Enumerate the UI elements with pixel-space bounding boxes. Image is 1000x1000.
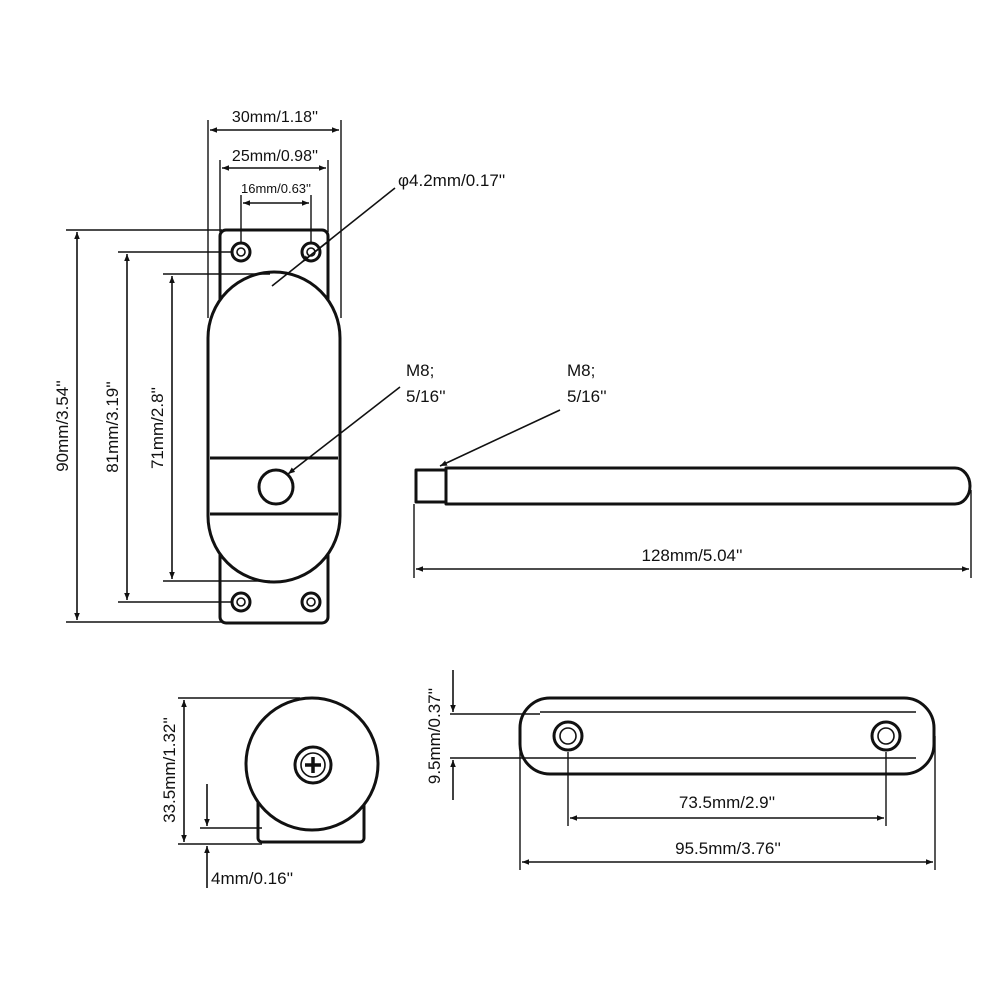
side-view: 33.5mm/1.32'' 4mm/0.16'': [160, 696, 380, 888]
label-hole-diameter: φ4.2mm/0.17'': [398, 171, 505, 190]
arm-view: M8; 5/16'' 128mm/5.04'': [413, 361, 972, 578]
arm-bar: [444, 466, 972, 506]
label-height-holes: 81mm/3.19'': [103, 381, 122, 473]
shaft-hole: [257, 468, 295, 506]
label-hole-spacing: 16mm/0.63'': [241, 181, 311, 196]
label-side-height: 33.5mm/1.32'': [160, 717, 179, 823]
label-bracket-hole-spacing: 73.5mm/2.9'': [679, 793, 775, 812]
label-arm-length: 128mm/5.04'': [642, 546, 743, 565]
label-arm-shaft-line1: M8;: [567, 361, 595, 380]
label-base-thickness: 4mm/0.16'': [211, 869, 293, 888]
front-view: 30mm/1.18'' 25mm/0.98'' 16mm/0.63'' φ4.2…: [53, 109, 505, 625]
label-shaft-line1: M8;: [406, 361, 434, 380]
label-shaft-line2: 5/16'': [406, 387, 446, 406]
arm-shaft-square: [414, 468, 448, 504]
screw-head: [293, 745, 333, 785]
label-arm-shaft-line2: 5/16'': [567, 387, 607, 406]
label-width-mid: 25mm/0.98'': [232, 148, 318, 165]
label-height-body: 71mm/2.8'': [148, 387, 167, 469]
label-bracket-length: 95.5mm/3.76'': [675, 839, 781, 858]
bracket-hole-right: [870, 720, 902, 752]
label-width-outer: 30mm/1.18'': [232, 109, 318, 126]
closer-body: [206, 270, 342, 584]
label-bracket-thickness: 9.5mm/0.37'': [425, 688, 444, 784]
label-height-total: 90mm/3.54'': [53, 380, 72, 472]
bracket-hole-left: [552, 720, 584, 752]
bracket-view: 9.5mm/0.37'' 73.5mm/2.9'' 95.5mm/3.76'': [425, 670, 936, 870]
mount-hole-bottom-right: [300, 591, 322, 613]
